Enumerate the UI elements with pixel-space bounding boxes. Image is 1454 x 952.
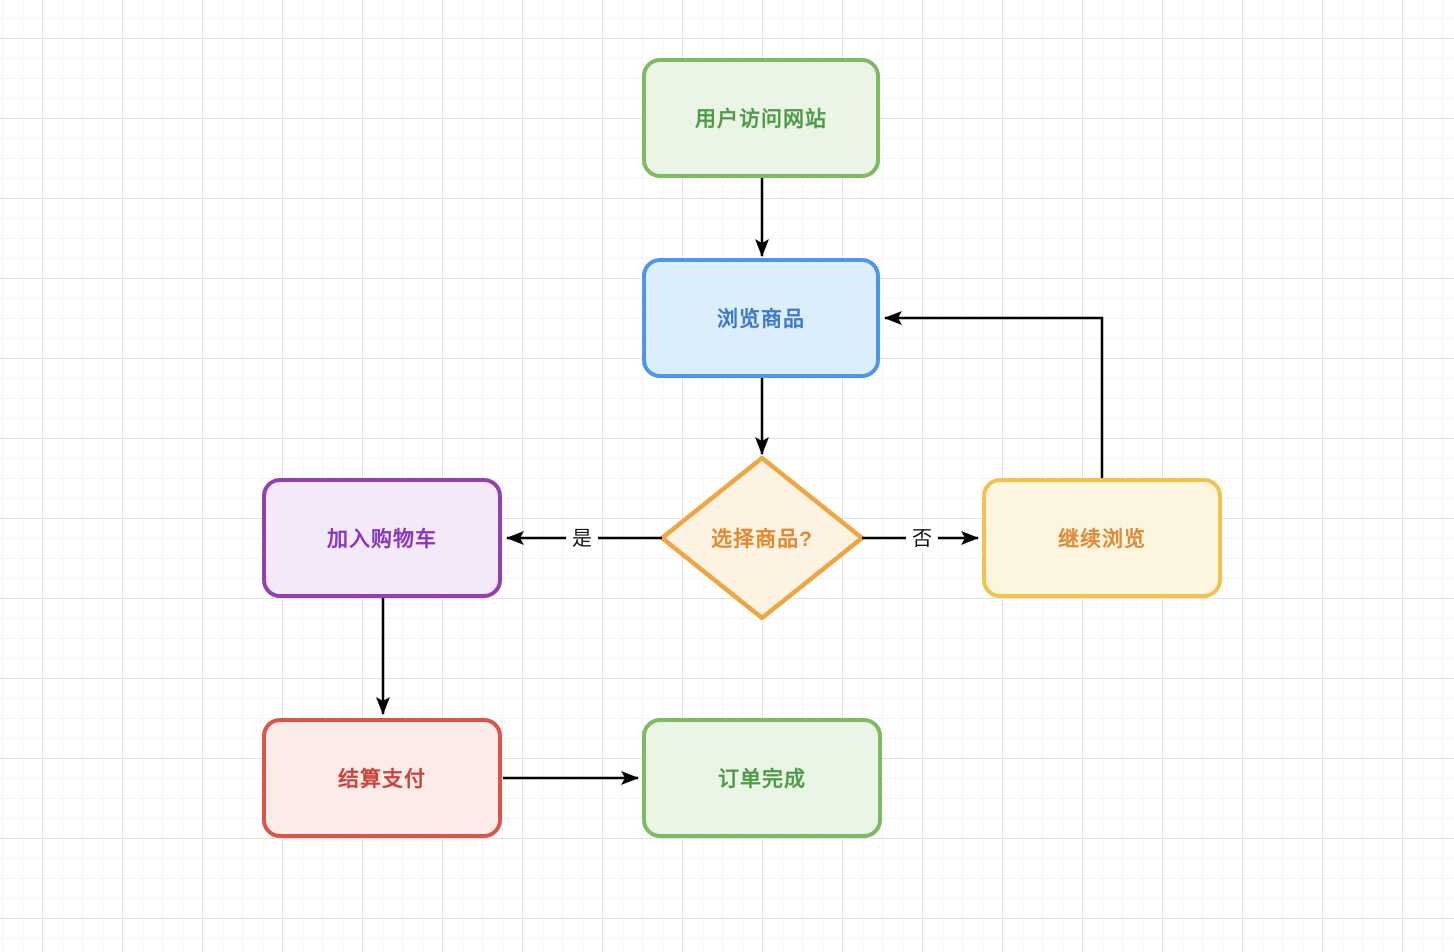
- decision-diamond-shape[interactable]: [659, 455, 865, 621]
- node-continue-browsing[interactable]: 继续浏览: [982, 478, 1222, 598]
- edge-label-yes: 是: [566, 526, 598, 552]
- edge-label-no: 否: [906, 526, 938, 552]
- edge-continue-browse: [884, 311, 1104, 478]
- node-browse-products[interactable]: 浏览商品: [642, 258, 880, 378]
- node-user-visit[interactable]: 用户访问网站: [642, 58, 880, 178]
- node-order-complete[interactable]: 订单完成: [642, 718, 882, 838]
- node-add-to-cart[interactable]: 加入购物车: [262, 478, 502, 598]
- node-decision-label: 选择商品?: [711, 528, 813, 551]
- node-checkout-payment[interactable]: 结算支付: [262, 718, 502, 838]
